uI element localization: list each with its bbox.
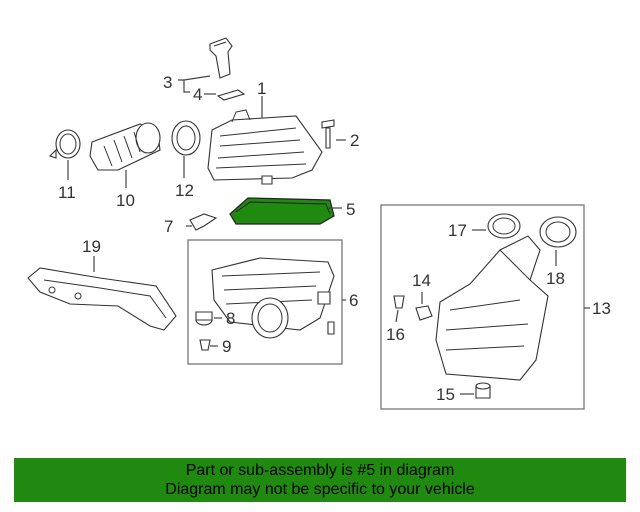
- label-5: 5: [346, 200, 355, 219]
- part-10-intake-tube[interactable]: [89, 122, 161, 171]
- label-16: 16: [386, 325, 405, 344]
- part-19-air-duct[interactable]: [27, 267, 177, 331]
- label-8: 8: [226, 309, 235, 328]
- leader-lines: [67, 75, 590, 395]
- part-18-seal[interactable]: [539, 216, 577, 248]
- label-1: 1: [257, 79, 266, 98]
- part-12-clamp[interactable]: [171, 120, 201, 156]
- part-8-grommet[interactable]: [195, 311, 213, 326]
- label-15: 15: [436, 385, 455, 404]
- label-14: 14: [412, 271, 431, 290]
- part-16-bolt[interactable]: [393, 295, 405, 309]
- part-11-clamp[interactable]: [48, 129, 81, 159]
- label-9: 9: [222, 337, 231, 356]
- part-5-air-filter-element[interactable]: [229, 197, 335, 225]
- part-6-bolt-a[interactable]: [327, 321, 335, 335]
- banner-line-1: Part or sub-assembly is #5 in diagram: [185, 462, 455, 479]
- label-17: 17: [448, 221, 467, 240]
- label-18: 18: [546, 269, 565, 288]
- part-6-grommet-a[interactable]: [317, 291, 331, 305]
- banner-line-2: Diagram may not be specific to your vehi…: [165, 481, 475, 498]
- group-box-13: [380, 204, 585, 410]
- part-9-bolt[interactable]: [199, 339, 211, 351]
- part-6-air-cleaner-case[interactable]: [211, 257, 335, 339]
- part-2-bolt[interactable]: [321, 119, 335, 149]
- label-4: 4: [193, 85, 202, 104]
- group-box-6: [187, 239, 343, 365]
- parts-diagram: 3 4 1 2 11 10 12 7 5 19 6 8 9 17 18 14 1…: [27, 37, 611, 410]
- part-7-clip[interactable]: [189, 213, 218, 231]
- label-7: 7: [164, 217, 173, 236]
- part-15-grommet[interactable]: [475, 382, 491, 399]
- label-19: 19: [82, 237, 101, 256]
- part-3-airflow-sensor[interactable]: [209, 37, 233, 79]
- label-2: 2: [350, 131, 359, 150]
- part-14-clip[interactable]: [415, 305, 433, 321]
- label-3: 3: [163, 73, 172, 92]
- label-6: 6: [349, 291, 358, 310]
- label-12: 12: [175, 181, 194, 200]
- part-13-resonator[interactable]: [435, 235, 549, 381]
- part-labels: 3 4 1 2 11 10 12 7 5 19 6 8 9 17 18 14 1…: [58, 73, 611, 404]
- label-11: 11: [58, 183, 76, 202]
- label-13: 13: [592, 299, 611, 318]
- part-4-gasket[interactable]: [216, 89, 246, 101]
- label-10: 10: [116, 191, 135, 210]
- part-info-banner: Part or sub-assembly is #5 in diagram Di…: [14, 458, 626, 502]
- part-17-seal[interactable]: [487, 213, 521, 239]
- part-1-air-cleaner-cover[interactable]: [207, 109, 323, 185]
